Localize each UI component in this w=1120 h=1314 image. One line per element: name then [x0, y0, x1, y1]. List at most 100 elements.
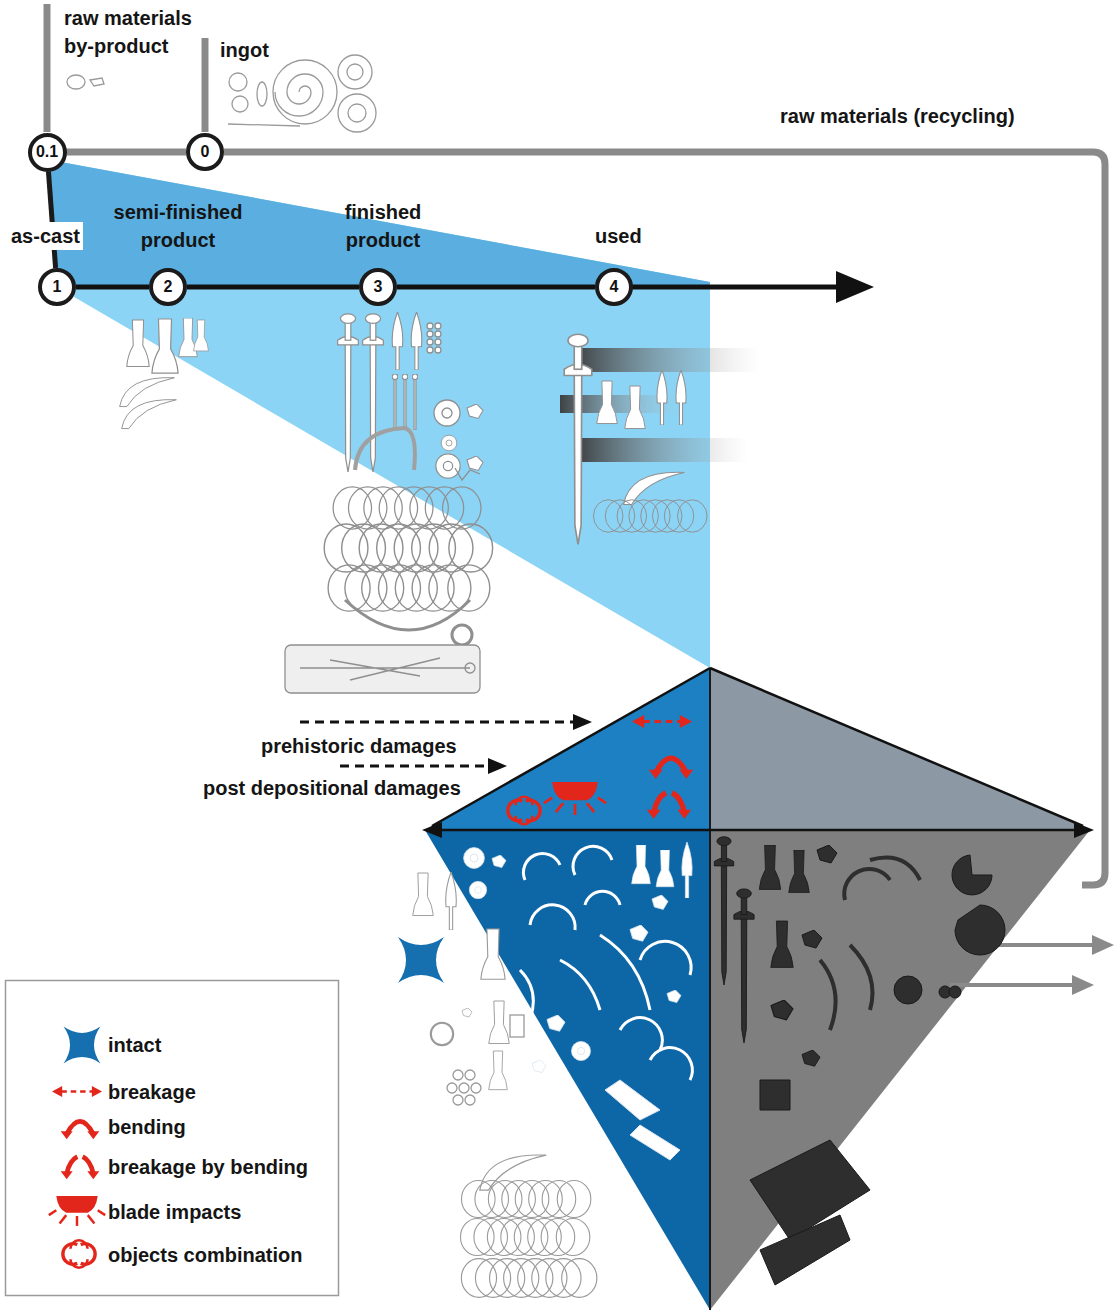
- intact-objects: [489, 1001, 510, 1044]
- intact-objects: [461, 1181, 590, 1218]
- recycled-objects: [870, 858, 920, 881]
- finished-objects: [435, 331, 441, 337]
- stage-connector: [48, 171, 55, 268]
- used-objects: [564, 334, 707, 544]
- legend-box: [52, 1086, 102, 1097]
- semi-finished-objects: [127, 320, 149, 366]
- fragmented-objects: [464, 848, 485, 869]
- semi-finished-objects: [194, 320, 209, 351]
- recycling-line: [202, 38, 209, 132]
- damage-pointers: [340, 765, 490, 768]
- deposit-pyramid: [710, 668, 1090, 830]
- deposit-pyramid: [440, 829, 1075, 832]
- finished-objects: [435, 339, 441, 345]
- fragmented-objects: [492, 855, 506, 868]
- intact-objects: [413, 873, 434, 916]
- stage-connector: [187, 285, 359, 290]
- finished-objects: [355, 428, 415, 470]
- damage-pointers: [300, 721, 575, 724]
- ingot-drawings: [347, 64, 363, 80]
- lifecycle-wedge: [50, 160, 710, 668]
- legend-box: [63, 1240, 95, 1267]
- intact-objects: [453, 1070, 463, 1080]
- fragmented-objects: [656, 850, 674, 887]
- semi-finished-objects: [122, 400, 177, 429]
- finished-objects: [435, 323, 441, 329]
- deposit-pyramid: [1074, 822, 1094, 838]
- recycled-objects: [750, 1140, 870, 1240]
- stage-number: 2: [164, 279, 173, 295]
- fragmented-objects: [650, 1048, 692, 1080]
- stage-number: 4: [610, 279, 619, 295]
- ingot-drawings: [338, 55, 372, 89]
- legend-box: [6, 981, 339, 1296]
- fragmented-objects: [605, 1080, 660, 1120]
- recycled-objects: [760, 1215, 850, 1285]
- ingot-drawings: [228, 124, 300, 126]
- damage-pointers: [573, 714, 592, 730]
- finished-objects: [363, 314, 384, 472]
- finished-objects: [412, 374, 418, 430]
- timeline-arrow: [836, 271, 874, 303]
- deposit-pyramid: [709, 668, 711, 1310]
- recycled-objects: [771, 1000, 793, 1020]
- recycled-objects: [955, 905, 1005, 955]
- damage-symbols: [544, 782, 606, 815]
- fragmented-objects: [630, 925, 648, 941]
- intact-objects: [431, 1023, 453, 1045]
- intact-mark: [398, 937, 444, 983]
- recycled-objects: [820, 960, 836, 1030]
- fragmented-objects: [652, 895, 668, 909]
- lifecycle-wedge: [50, 160, 710, 668]
- fragmented-objects: [523, 853, 560, 880]
- finished-objects: [436, 454, 460, 478]
- fragmented-objects: [560, 960, 600, 1010]
- deposit-pyramid: [710, 830, 1090, 1310]
- stage-connector: [76, 285, 149, 290]
- finished-objects: [345, 600, 470, 630]
- recycled-objects: [802, 930, 822, 948]
- intact-objects: [446, 872, 457, 930]
- used-objects: [564, 334, 592, 544]
- finished-objects: [427, 331, 433, 337]
- finished-objects: [427, 323, 433, 329]
- deposit-pyramid: [422, 668, 1094, 1310]
- legend-text: intact: [108, 1032, 161, 1058]
- fragmented-objects: [520, 970, 533, 1020]
- fragmented-objects: [464, 842, 693, 1160]
- stage-label: used: [595, 222, 642, 250]
- finished-objects: [427, 339, 433, 345]
- intact-objects: [471, 1083, 481, 1093]
- intact-objects: [465, 1095, 475, 1105]
- recycled-objects: [771, 921, 793, 967]
- fragmented-objects: [547, 1015, 565, 1031]
- stage-label: as-cast: [8, 222, 83, 250]
- fragmented-objects: [667, 990, 681, 1003]
- damage-symbols: [649, 758, 693, 779]
- damage-symbols: [508, 797, 540, 824]
- legend-text: breakage: [108, 1079, 196, 1105]
- recycling-line: [44, 4, 51, 132]
- intact-objects: [460, 1219, 589, 1256]
- intact-objects: [489, 1051, 508, 1090]
- outflow-arrows: [950, 983, 1080, 987]
- ingot-drawings: [338, 94, 376, 132]
- recycled-objects: [802, 1050, 820, 1066]
- ingot-drawings: [67, 55, 376, 132]
- used-objects: [676, 370, 686, 425]
- fragmented-objects: [640, 941, 691, 975]
- recycled-objects: [894, 976, 922, 1004]
- ingot-drawings: [273, 60, 337, 124]
- fragmented-objects: [600, 935, 650, 1010]
- finished-objects: [427, 347, 433, 353]
- ingot-drawings: [348, 104, 366, 122]
- ingot-drawings: [67, 75, 85, 89]
- finished-objects: [392, 374, 398, 430]
- deposit-pyramid: [422, 822, 442, 838]
- finished-objects: [338, 314, 359, 472]
- finished-objects: [434, 400, 460, 426]
- legend-box: [49, 1196, 105, 1226]
- stage-label: finished product: [327, 198, 439, 254]
- fragmented-objects: [682, 842, 692, 898]
